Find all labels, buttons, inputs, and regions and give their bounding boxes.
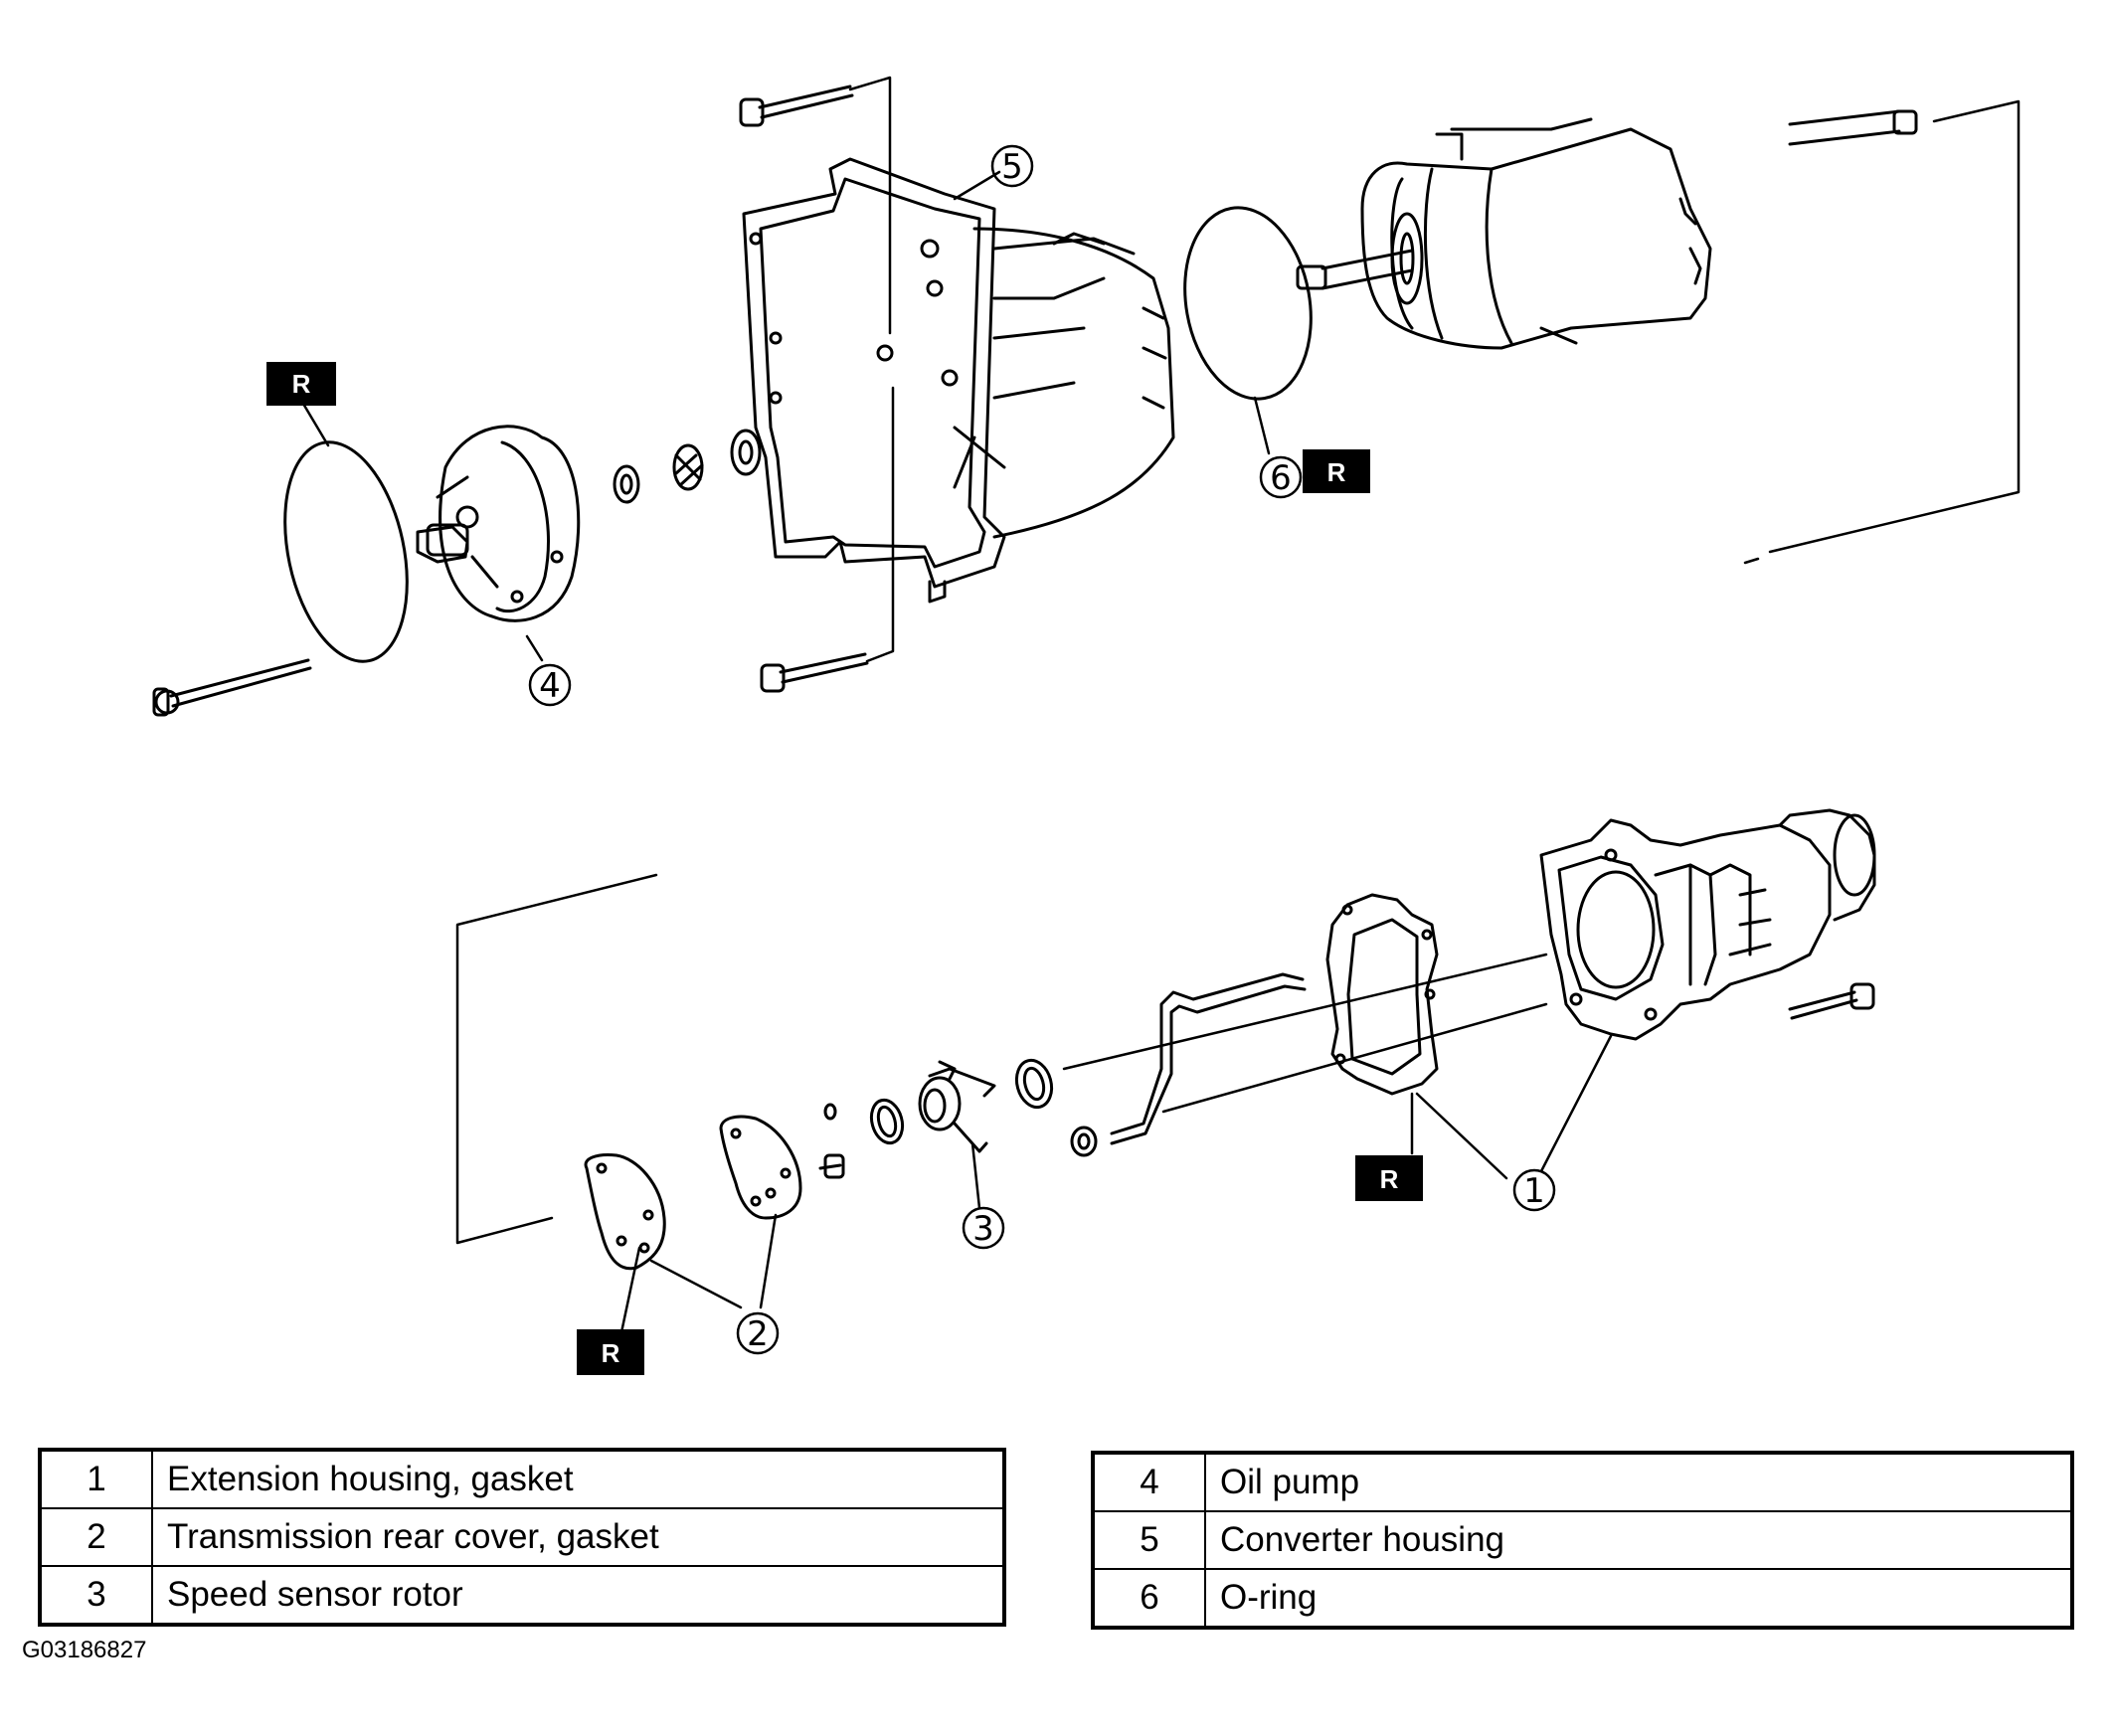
legend-row: 1 Extension housing, gasket xyxy=(39,1449,1005,1509)
legend-number: 4 xyxy=(1092,1452,1206,1512)
bolt-lower-left xyxy=(152,658,312,717)
svg-text:6: 6 xyxy=(1270,458,1292,498)
svg-text:R: R xyxy=(1327,457,1346,487)
legend-description: Speed sensor rotor xyxy=(151,1565,1005,1626)
legend-row: 2 Transmission rear cover, gasket xyxy=(39,1507,1005,1567)
legend-description: Transmission rear cover, gasket xyxy=(151,1507,1005,1567)
speed-sensor-rotor xyxy=(918,1060,996,1153)
replace-mark-top-left: R xyxy=(266,362,336,406)
legend-number: 3 xyxy=(39,1565,153,1626)
rear-cover-gasket-right xyxy=(719,1115,802,1220)
transmission-case xyxy=(1296,109,1918,350)
callout-2: 2 xyxy=(736,1311,780,1355)
callout-1: 1 xyxy=(1512,1168,1556,1212)
extension-housing xyxy=(1539,808,1876,1041)
small-bolt xyxy=(818,1153,845,1179)
extension-bolt xyxy=(1788,982,1875,1020)
svg-text:3: 3 xyxy=(972,1209,994,1249)
housing-seal xyxy=(730,429,762,476)
bolt-upper xyxy=(739,85,854,127)
rear-cover-gasket-left xyxy=(584,1153,666,1271)
svg-text:R: R xyxy=(1380,1164,1399,1194)
figure-id: G03186827 xyxy=(22,1637,147,1663)
legend-description: Oil pump xyxy=(1204,1452,2073,1512)
bolt-lower xyxy=(760,652,869,693)
legend-number: 6 xyxy=(1092,1568,1206,1629)
svg-text:R: R xyxy=(602,1338,620,1368)
legend-description: Converter housing xyxy=(1204,1510,2073,1570)
legend-table-right: 4 Oil pump 5 Converter housing 6 O-ring xyxy=(1091,1451,2074,1630)
oring-left xyxy=(283,440,409,663)
snap-ring-2 xyxy=(1014,1058,1054,1110)
svg-text:1: 1 xyxy=(1523,1171,1545,1211)
callout-6: 6 xyxy=(1259,455,1303,499)
callout-5: 5 xyxy=(990,144,1034,188)
callout-3: 3 xyxy=(962,1206,1005,1250)
replace-mark-gasket: R xyxy=(1355,1155,1423,1201)
legend-row: 5 Converter housing xyxy=(1092,1510,2073,1570)
callout-4: 4 xyxy=(528,663,572,707)
svg-text:2: 2 xyxy=(747,1314,769,1354)
legend-number: 5 xyxy=(1092,1510,1206,1570)
svg-text:5: 5 xyxy=(1001,147,1023,187)
legend-description: Extension housing, gasket xyxy=(151,1449,1005,1509)
legend-row: 6 O-ring xyxy=(1092,1568,2073,1629)
legend-number: 1 xyxy=(39,1449,153,1509)
pump-bearing xyxy=(672,443,704,491)
pump-seal xyxy=(613,464,640,504)
legend-table-left: 1 Extension housing, gasket 2 Transmissi… xyxy=(38,1448,1006,1627)
legend-description: O-ring xyxy=(1204,1568,2073,1629)
oring-6 xyxy=(1183,206,1313,401)
legend-row: 4 Oil pump xyxy=(1092,1452,2073,1512)
legend-number: 2 xyxy=(39,1507,153,1567)
replace-mark-oring: R xyxy=(1303,449,1370,493)
converter-housing xyxy=(742,157,1175,604)
exploded-view-diagram: R xyxy=(152,76,2021,1375)
snap-ring-1 xyxy=(869,1098,905,1145)
svg-text:R: R xyxy=(292,369,311,399)
extension-gasket xyxy=(1325,893,1439,1096)
oil-pump xyxy=(416,425,581,622)
svg-text:4: 4 xyxy=(539,666,561,706)
replace-mark-rear-cover: R xyxy=(577,1329,644,1375)
legend-row: 3 Speed sensor rotor xyxy=(39,1565,1005,1626)
oil-tube xyxy=(1110,972,1307,1145)
